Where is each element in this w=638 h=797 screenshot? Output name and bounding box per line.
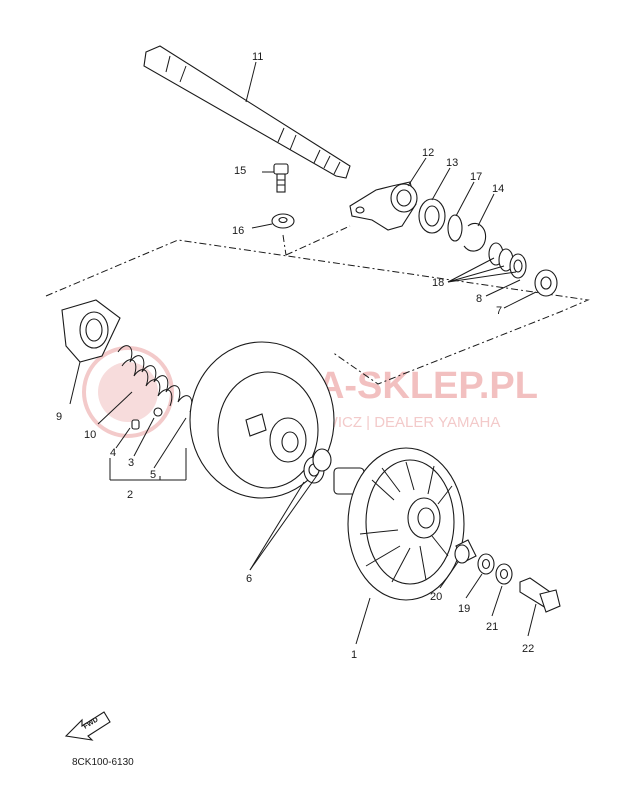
- callout-5: 5: [150, 469, 156, 481]
- fixed-sheave: [333, 447, 465, 601]
- callout-2: 2: [127, 489, 133, 501]
- callout-12: 12: [422, 147, 434, 159]
- callout-11: 11: [252, 51, 263, 63]
- diagram-code: 8CK100-6130: [72, 757, 134, 768]
- callout-labels: 1 2 3 4 5 6 7 8 9 10 11 12 13 14 15 16 1…: [56, 51, 534, 661]
- collars: [488, 242, 527, 279]
- callout-8: 8: [476, 293, 482, 305]
- callout-18: 18: [432, 277, 444, 289]
- callout-19: 19: [458, 603, 470, 615]
- ring: [447, 214, 463, 242]
- assembly-outline: [45, 239, 590, 385]
- callout-16: 16: [232, 225, 244, 237]
- callout-10: 10: [84, 429, 96, 441]
- callout-6: 6: [246, 573, 252, 585]
- bolt-22: [519, 577, 561, 613]
- sleeve: [454, 539, 477, 564]
- callout-3: 3: [128, 457, 134, 469]
- callout-14: 14: [492, 183, 504, 195]
- callout-7: 7: [496, 305, 502, 317]
- callout-9: 9: [56, 411, 62, 423]
- oil-seals: [303, 448, 332, 484]
- callout-21: 21: [486, 621, 498, 633]
- callout-15: 15: [234, 165, 246, 177]
- bearing: [418, 198, 446, 234]
- circlip: [463, 222, 486, 252]
- callout-13: 13: [446, 157, 458, 169]
- callout-1: 1: [351, 649, 357, 661]
- spring-seat: [61, 299, 121, 363]
- movable-sheave: [189, 341, 335, 499]
- bearing-bracket: [349, 181, 418, 231]
- callout-17: 17: [470, 171, 482, 183]
- pins: [131, 407, 163, 430]
- washer-link-line: [282, 234, 287, 256]
- shaft: [143, 45, 351, 179]
- spring: [117, 345, 193, 413]
- leader-lines: [69, 61, 537, 645]
- washer-19: [477, 553, 495, 575]
- callout-4: 4: [110, 447, 116, 459]
- callout-20: 20: [430, 591, 442, 603]
- washer-21: [495, 563, 513, 585]
- washer: [271, 213, 295, 229]
- bolt: [273, 163, 289, 193]
- fwd-arrow-icon: FWD: [64, 711, 111, 741]
- thrust-washer: [534, 269, 558, 297]
- callout-22: 22: [522, 643, 534, 655]
- bracket-link-line: [285, 225, 351, 256]
